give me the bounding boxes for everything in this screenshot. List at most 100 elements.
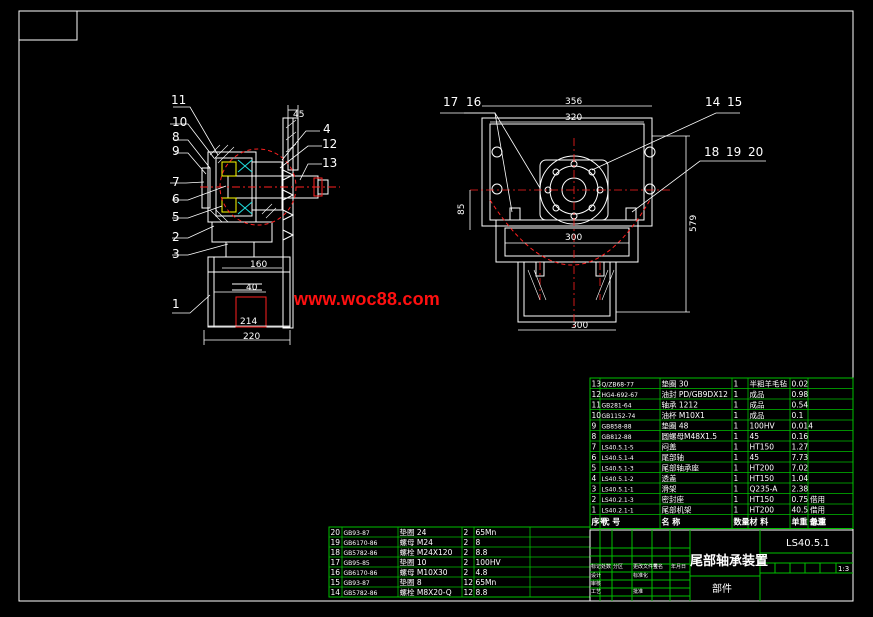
parts-cell-name: 闷盖 [662, 442, 677, 452]
parts-cell-no: 9 [592, 422, 597, 431]
balloon-6: 6 [172, 192, 180, 206]
parts-cell-mat: 成品 [750, 410, 765, 420]
parts-cell-wt: 0.54 [792, 401, 809, 410]
tb-label-8: 审核 [591, 580, 601, 587]
parts-cell-qty: 1 [734, 495, 739, 504]
std-cell-no: 19 [331, 538, 341, 547]
parts-header-mat: 材 料 [750, 517, 769, 527]
parts-cell-name: 垫圈 48 [662, 421, 689, 431]
balloon-16: 16 [466, 95, 481, 109]
balloon-4: 4 [323, 122, 331, 136]
dim-214: 214 [240, 317, 257, 327]
parts-cell-no: 11 [592, 401, 602, 410]
parts-cell-name: 轴承 1212 [662, 400, 699, 410]
parts-cell-mat: 45 [750, 453, 760, 462]
parts-header-std: 代 号 [601, 517, 621, 527]
tb-label-2: 分区 [613, 563, 623, 570]
view-texts: 45 160 40 214 220 11 10 8 9 7 6 5 2 3 1 … [171, 93, 763, 342]
std-cell-std: GB6170-86 [344, 540, 378, 547]
tb-label-0: 标记 [591, 563, 601, 570]
title-block-text: LS40.5.1 尾部轴承装置 1:3 部件 标记 处数 分区 更改文件号 签名… [591, 538, 849, 595]
parts-cell-qty: 1 [734, 401, 739, 410]
parts-cell-name: 尾部轴承座 [662, 463, 700, 473]
parts-cell-mat: 成品 [750, 389, 765, 399]
parts-header-wt: 单重 总重 [792, 517, 827, 527]
std-cell-name: 垫圈 8 [400, 577, 422, 587]
parts-cell-mat: HT150 [750, 495, 775, 504]
balloon-11: 11 [171, 93, 186, 107]
parts-cell-qty: 1 [734, 474, 739, 483]
balloon-2: 2 [172, 230, 180, 244]
tb-label-3: 更改文件号 [633, 563, 658, 570]
balloon-19: 19 [726, 145, 741, 159]
parts-cell-name: 尾部轴 [662, 452, 685, 462]
parts-cell-qty: 1 [734, 506, 739, 515]
parts-header-no: 序号 [592, 517, 608, 527]
parts-cell-std: GB1152-74 [602, 413, 636, 420]
parts-cell-name: 密封座 [662, 494, 685, 504]
parts-cell-mat: 45 [750, 432, 760, 441]
parts-cell-std: GB281-64 [602, 403, 632, 410]
parts-cell-std: HG4-692-67 [602, 392, 639, 399]
parts-cell-mat: HT150 [750, 474, 775, 483]
parts-cell-no: 2 [592, 495, 597, 504]
parts-cell-qty: 1 [734, 432, 739, 441]
parts-cell-qty: 1 [734, 464, 739, 473]
std-cell-mat: 8.8 [476, 548, 488, 557]
std-cell-no: 14 [331, 588, 341, 597]
parts-cell-wt: 0.16 [792, 432, 809, 441]
tb-label-10: 批准 [633, 588, 643, 595]
parts-cell-std: GB812-88 [602, 434, 632, 441]
std-cell-std: GB93-87 [344, 580, 370, 587]
parts-header-qty: 数量 [734, 517, 750, 527]
std-cell-no: 17 [331, 558, 341, 567]
parts-cell-wt: 0.014 [792, 422, 814, 431]
parts-cell-wt: 0.98 [792, 390, 809, 399]
parts-cell-no: 3 [592, 485, 597, 494]
parts-cell-qty: 1 [734, 411, 739, 420]
parts-cell-std: LS40.2.1-1 [602, 508, 634, 515]
parts-cell-no: 1 [592, 506, 597, 515]
parts-cell-no: 8 [592, 432, 597, 441]
balloon-17: 17 [443, 95, 458, 109]
balloon-1: 1 [172, 297, 180, 311]
side-view [170, 105, 340, 345]
std-cell-qty: 12 [464, 588, 474, 597]
title-block [589, 529, 854, 602]
parts-cell-wt: 1.04 [792, 474, 809, 483]
balloon-13: 13 [322, 156, 337, 170]
assembly-label: 部件 [712, 582, 732, 595]
parts-cell-no: 5 [592, 464, 597, 473]
parts-cell-name: 圆螺母M48X1.5 [662, 431, 718, 441]
parts-cell-std: LS40.5.1-3 [602, 466, 634, 473]
parts-cell-name: 尾部机架 [662, 505, 692, 515]
dim-45: 45 [293, 110, 304, 120]
parts-cell-std: LS40.5.1-4 [602, 455, 634, 462]
std-cell-no: 20 [331, 528, 341, 537]
balloon-10: 10 [172, 115, 187, 129]
front-view [440, 105, 766, 331]
std-cell-mat: 100HV [476, 558, 502, 567]
parts-cell-std: LS40.5.1-1 [602, 487, 634, 494]
std-cell-name: 垫圈 24 [400, 527, 427, 537]
std-cell-name: 螺母 M24 [400, 537, 434, 547]
parts-cell-mat: 成品 [750, 400, 765, 410]
scale-value: 1:3 [838, 565, 849, 573]
parts-cell-mat: 半粗羊毛毡 [750, 379, 788, 389]
parts-cell-qty: 1 [734, 453, 739, 462]
parts-cell-mat: HT150 [750, 443, 775, 452]
dim-40: 40 [246, 283, 258, 293]
sheet-border [18, 10, 854, 602]
dim-300-lower: 300 [571, 321, 588, 331]
std-cell-name: 垫圈 10 [400, 557, 427, 567]
watermark: www.woc88.com [294, 289, 440, 309]
tb-label-4: 签名 [653, 563, 663, 570]
std-cell-name: 螺母 M10X30 [400, 567, 448, 577]
std-cell-qty: 2 [464, 558, 469, 567]
std-cell-qty: 2 [464, 538, 469, 547]
parts-header-note: 备注 [809, 517, 826, 527]
balloon-8: 8 [172, 130, 180, 144]
